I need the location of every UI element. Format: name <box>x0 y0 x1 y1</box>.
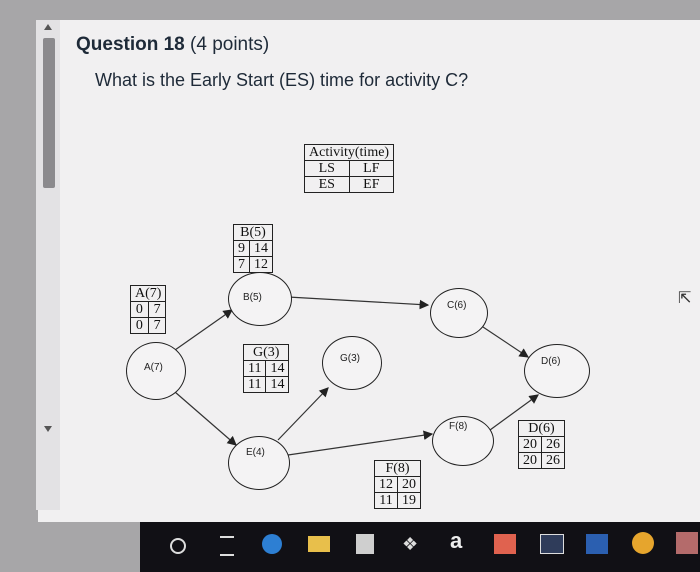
table-f-lf: 20 <box>397 476 421 493</box>
edge-b-c <box>287 296 430 310</box>
edge-e-f <box>287 430 434 456</box>
table-a-lf: 7 <box>147 301 167 318</box>
node-c-label: C(6) <box>447 300 467 311</box>
table-b-ls: 9 <box>233 240 250 257</box>
table-a-ls: 0 <box>130 301 149 318</box>
mail-icon[interactable] <box>540 534 564 554</box>
table-b-lf: 14 <box>249 240 273 257</box>
node-c <box>430 288 488 338</box>
node-e <box>228 436 290 490</box>
table-d-lf: 26 <box>541 436 565 453</box>
legend-header: Activity(time) <box>303 144 395 161</box>
edge-a-e <box>174 391 237 446</box>
table-f-ls: 12 <box>374 476 398 493</box>
file-explorer-icon[interactable] <box>308 536 330 552</box>
table-f-name: F(8) <box>374 460 421 477</box>
word-app-icon[interactable] <box>494 534 516 554</box>
node-g <box>322 336 382 390</box>
node-b <box>228 272 292 326</box>
taskbar: ❖ a <box>140 522 700 572</box>
table-a-ef: 7 <box>147 317 167 334</box>
table-f-ef: 19 <box>397 492 421 509</box>
question-heading: Question 18 (4 points) <box>76 34 269 56</box>
legend-lf: LF <box>348 160 395 177</box>
edge-f-d <box>489 394 539 431</box>
table-d-ef: 26 <box>541 452 565 469</box>
edge-e-g <box>277 387 329 441</box>
table-g-es: 11 <box>242 376 267 393</box>
table-d-ls: 20 <box>518 436 542 453</box>
node-b-label: B(5) <box>243 292 262 303</box>
table-f-es: 11 <box>374 492 398 509</box>
table-g-ls: 11 <box>242 360 267 377</box>
question-number: Question 18 <box>76 34 185 55</box>
edge-c-d <box>479 324 529 358</box>
task-view-icon[interactable] <box>220 536 234 556</box>
dropbox-icon[interactable]: ❖ <box>402 534 419 554</box>
table-b-name: B(5) <box>233 224 273 241</box>
node-g-label: G(3) <box>340 353 360 364</box>
node-a <box>126 342 186 400</box>
scroll-up-arrow-icon[interactable] <box>44 24 52 30</box>
search-circle-icon[interactable] <box>170 538 186 554</box>
legend-es: ES <box>304 176 350 193</box>
photo-app-icon[interactable] <box>676 532 698 554</box>
legend-ls: LS <box>304 160 350 177</box>
table-a-es: 0 <box>130 317 149 334</box>
node-d <box>524 344 590 398</box>
table-g-lf: 14 <box>265 360 290 377</box>
table-g-name: G(3) <box>242 344 290 361</box>
edge-a-b <box>174 309 233 351</box>
amazon-icon[interactable]: a <box>450 528 463 553</box>
node-a-label: A(7) <box>144 362 163 373</box>
table-d-name: D(6) <box>518 420 565 437</box>
question-points: (4 points) <box>190 34 270 55</box>
table-b-es: 7 <box>233 256 250 273</box>
legend-ef: EF <box>348 176 395 193</box>
chrome-icon[interactable] <box>632 532 654 554</box>
node-d-label: D(6) <box>541 356 561 367</box>
word-doc-icon[interactable] <box>586 534 608 554</box>
store-icon[interactable] <box>356 534 374 554</box>
question-page <box>38 20 700 522</box>
node-f <box>432 416 494 466</box>
table-b-ef: 12 <box>249 256 273 273</box>
question-prompt: What is the Early Start (ES) time for ac… <box>95 70 469 90</box>
table-g-ef: 14 <box>265 376 290 393</box>
node-f-label: F(8) <box>449 421 468 432</box>
edge-icon[interactable] <box>262 534 282 554</box>
mouse-cursor-icon: ⇱ <box>678 290 692 307</box>
scrollbar-thumb[interactable] <box>43 38 55 188</box>
table-a-name: A(7) <box>129 285 167 302</box>
node-e-label: E(4) <box>246 447 265 458</box>
scroll-down-arrow-icon[interactable] <box>44 426 52 432</box>
table-d-es: 20 <box>518 452 542 469</box>
